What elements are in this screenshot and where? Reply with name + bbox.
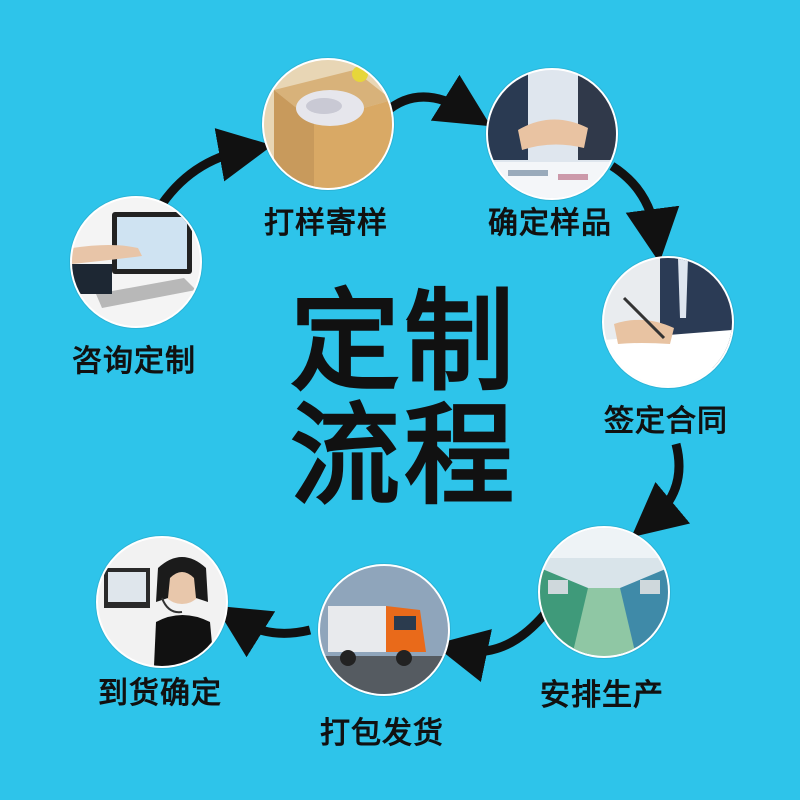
sample-box-photo xyxy=(262,58,394,190)
arrow-contract-to-production xyxy=(631,442,691,538)
laptop-typing-photo xyxy=(70,196,202,328)
handshake-photo xyxy=(486,68,618,200)
customer-service-photo xyxy=(96,536,228,668)
arrow-packing-to-arrival xyxy=(215,605,312,658)
arrow-production-to-packing xyxy=(433,607,552,682)
step-label-consult: 咨询定制 xyxy=(72,344,196,379)
title-line-2: 流程 xyxy=(290,392,518,520)
title-line-1: 定制 xyxy=(290,278,518,406)
arrow-confirm-to-contract xyxy=(609,162,680,263)
arrow-sample-to-confirm xyxy=(383,74,491,127)
step-label-confirm-sample: 确定样品 xyxy=(488,206,612,241)
step-label-sample: 打样寄样 xyxy=(264,206,388,241)
arrow-consult-to-sample xyxy=(154,128,273,213)
factory-line-photo xyxy=(538,526,670,658)
step-label-shipping: 打包发货 xyxy=(320,716,444,751)
step-label-production: 安排生产 xyxy=(540,678,664,713)
step-label-arrival: 到货确定 xyxy=(98,676,222,711)
step-label-contract: 签定合同 xyxy=(604,404,728,439)
signing-contract-photo xyxy=(602,256,734,388)
delivery-truck-photo xyxy=(318,564,450,696)
